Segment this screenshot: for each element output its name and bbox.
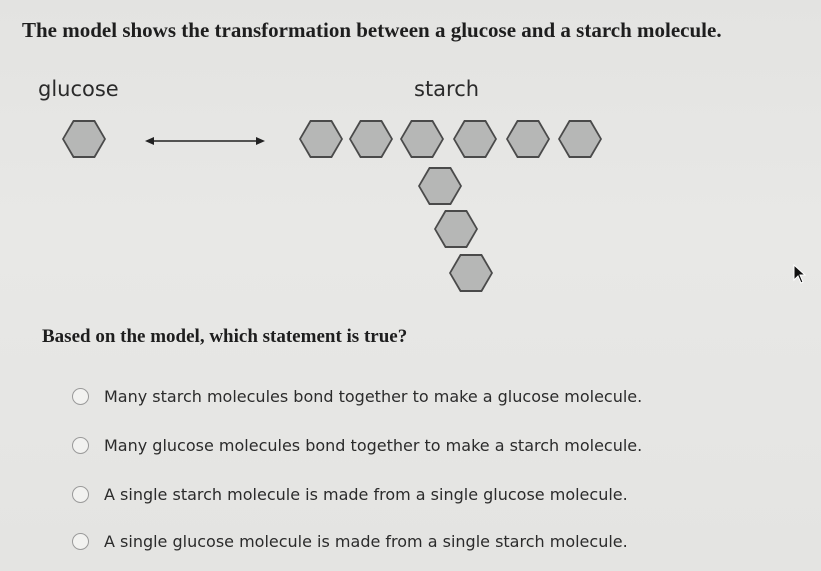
glucose-label: glucose (38, 77, 119, 101)
answer-option-text: Many glucose molecules bond together to … (104, 436, 643, 455)
answer-option-text: Many starch molecules bond together to m… (104, 387, 643, 406)
radio-button-icon[interactable] (72, 533, 89, 550)
answer-option-1[interactable]: Many starch molecules bond together to m… (72, 387, 642, 406)
starch-hexagon (299, 120, 343, 158)
answer-option-text: A single glucose molecule is made from a… (104, 532, 628, 551)
double-arrow-icon (145, 137, 265, 145)
radio-button-icon[interactable] (72, 486, 89, 503)
starch-hexagon (400, 120, 444, 158)
starch-branch-hexagon (418, 167, 462, 205)
starch-label: starch (414, 77, 480, 101)
starch-hexagon (453, 120, 497, 158)
starch-branch-hexagon (434, 210, 478, 248)
question-stem: The model shows the transformation betwe… (22, 18, 722, 42)
glucose-hexagon (62, 120, 106, 158)
pointer-cursor-icon (793, 264, 807, 284)
starch-hexagon (349, 120, 393, 158)
radio-button-icon[interactable] (72, 437, 89, 454)
answer-option-2[interactable]: Many glucose molecules bond together to … (72, 436, 642, 455)
radio-button-icon[interactable] (72, 388, 89, 405)
starch-hexagon (558, 120, 602, 158)
starch-hexagon (506, 120, 550, 158)
answer-option-4[interactable]: A single glucose molecule is made from a… (72, 532, 628, 551)
answer-option-text: A single starch molecule is made from a … (104, 485, 628, 504)
question-prompt: Based on the model, which statement is t… (42, 326, 408, 347)
answer-option-3[interactable]: A single starch molecule is made from a … (72, 485, 628, 504)
starch-branch-hexagon (449, 254, 493, 292)
